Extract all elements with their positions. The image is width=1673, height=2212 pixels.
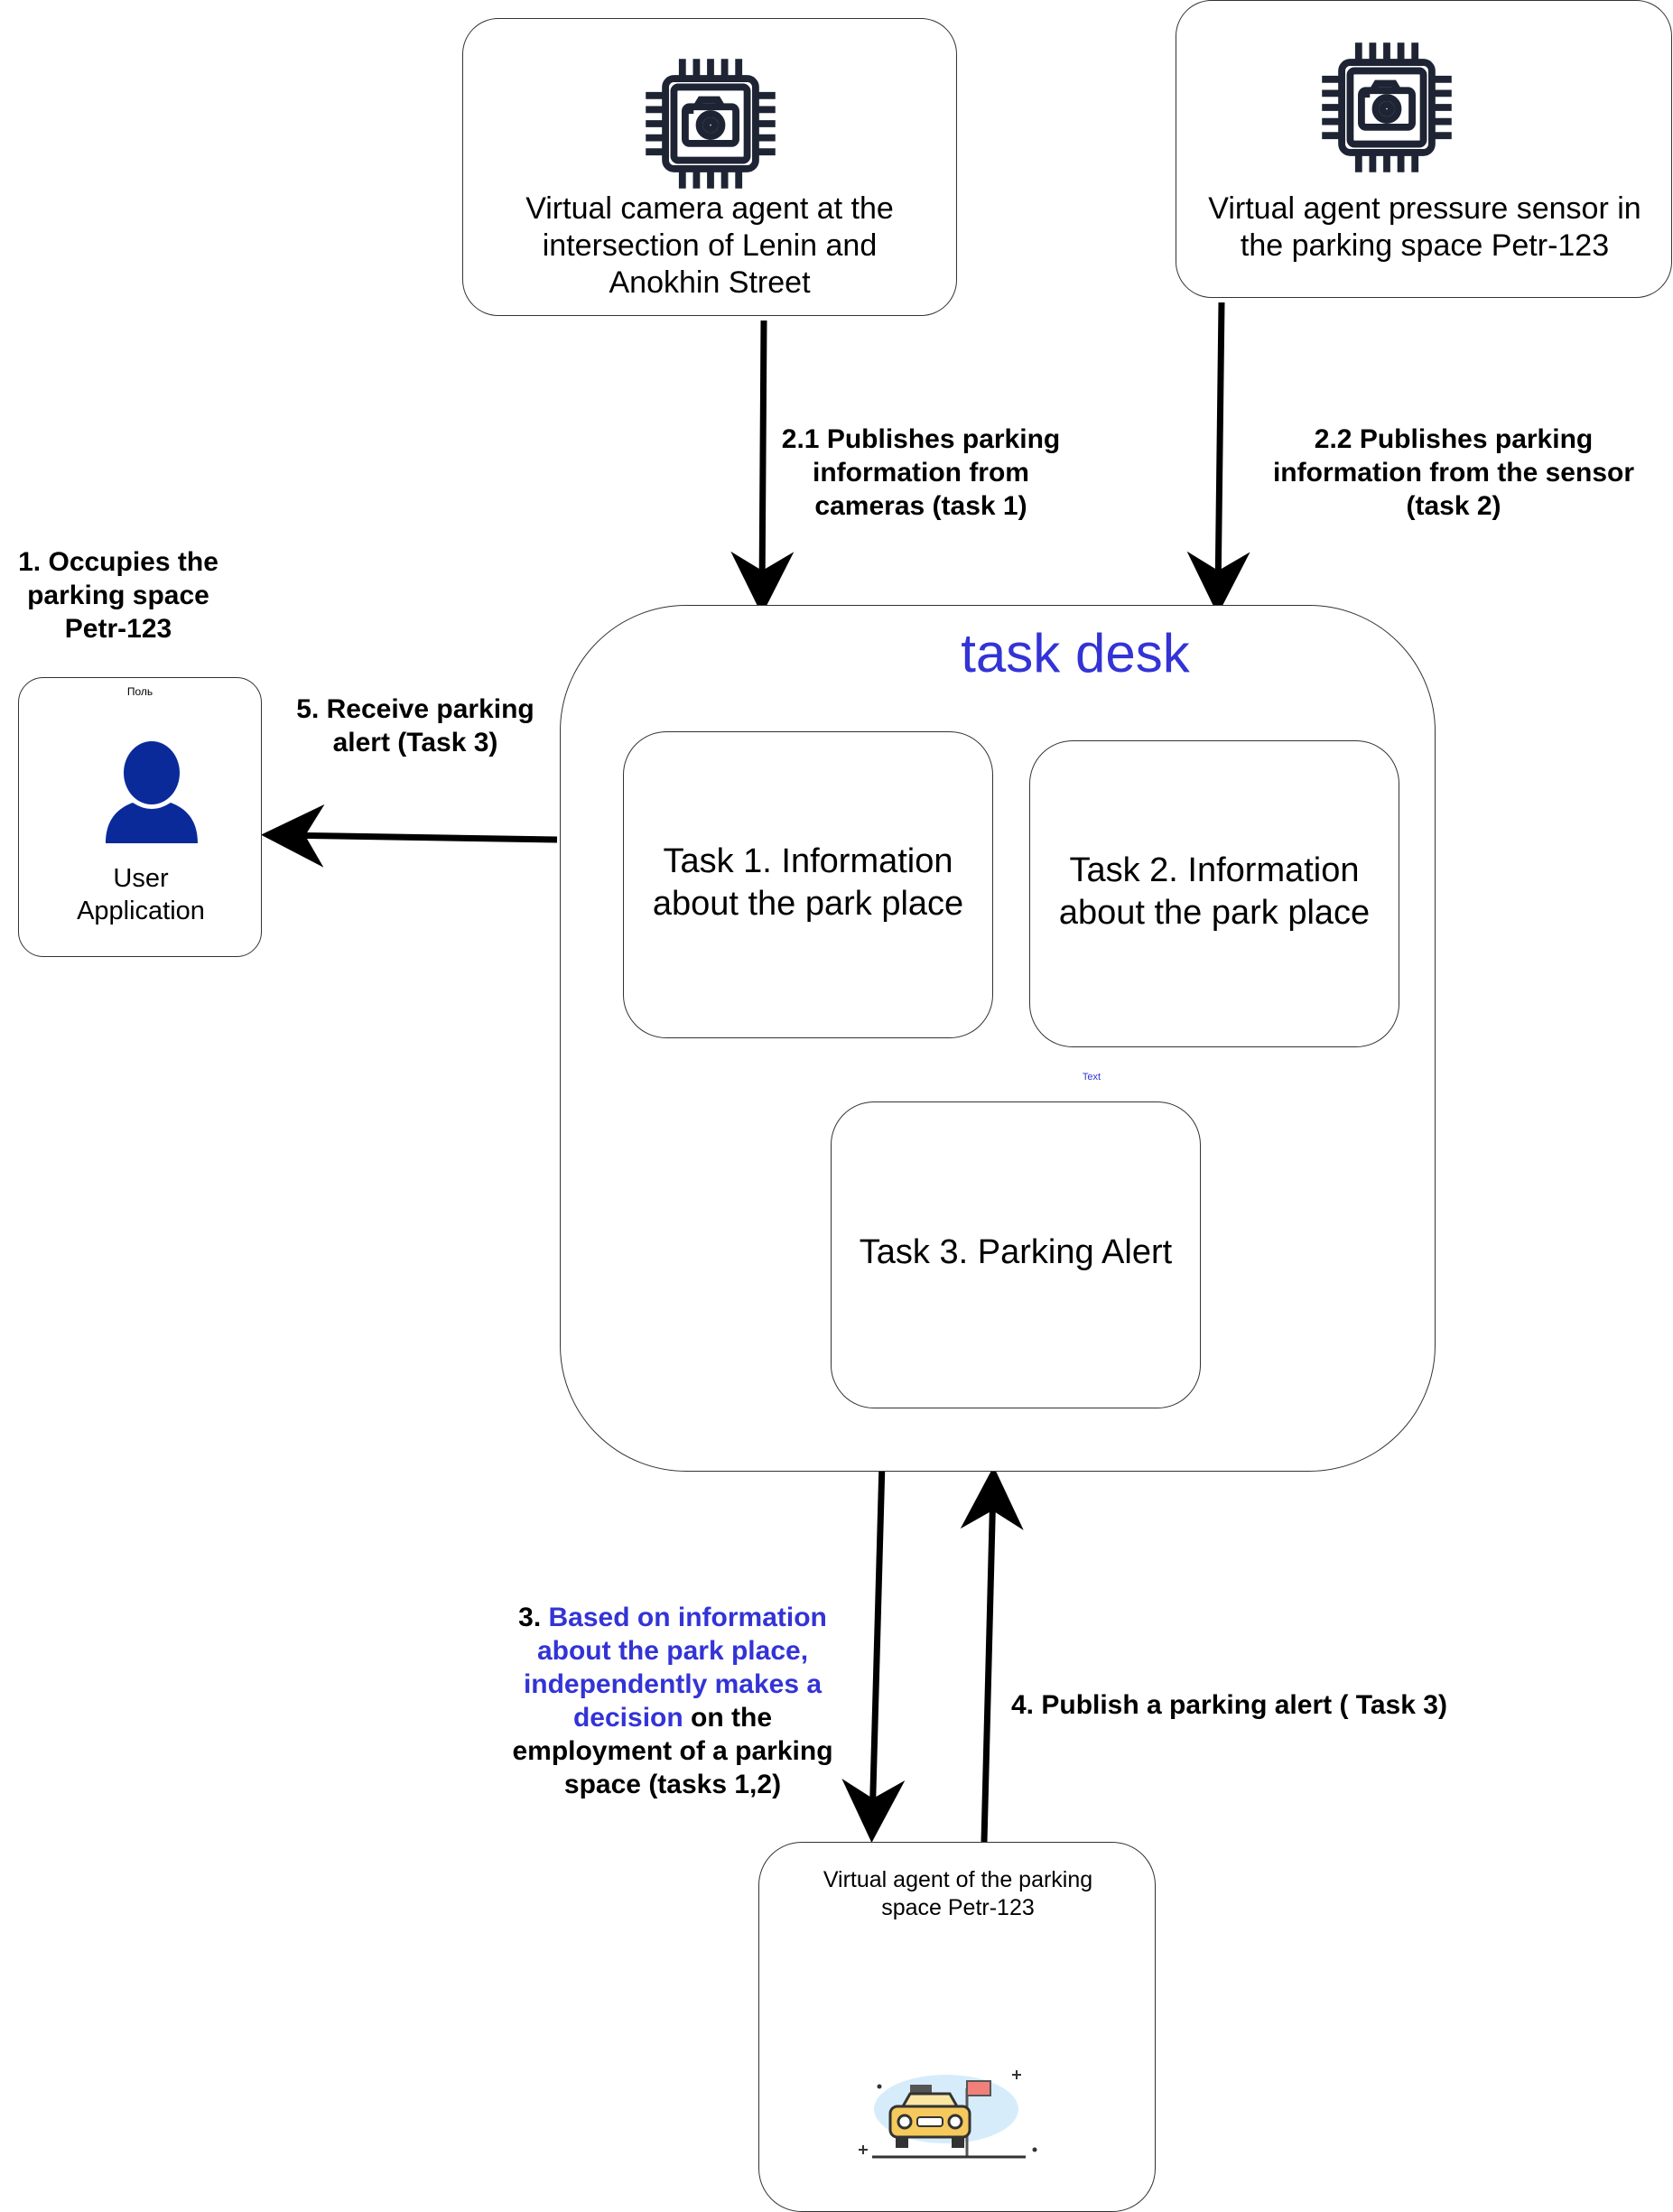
user-application-box: Поль User Application (18, 677, 262, 957)
label-5: 5. Receive parking alert (Task 3) (296, 694, 534, 757)
camera-agent-box: Virtual camera agent at the intersection… (462, 18, 957, 316)
camera-chip-icon (1322, 42, 1452, 172)
task2-text: Task 2. Information about the park place (1058, 851, 1371, 932)
text-tag: Text (1082, 1072, 1101, 1083)
task1-text: Task 1. Information about the park place (652, 842, 964, 923)
label-2-1: 2.1 Publishes parking information from c… (781, 424, 1061, 521)
arrow-parking-to-desk (960, 1466, 1024, 1843)
user-icon (106, 741, 198, 843)
car-parking-icon (859, 2070, 1037, 2159)
task1-card: Task 1. Information about the park place (623, 731, 993, 1038)
label-3-number: 3. (518, 1603, 549, 1632)
parking-agent-text: Virtual agent of the parking space Petr-… (823, 1867, 1093, 1920)
task2-card: Task 2. Information about the park place (1029, 740, 1399, 1047)
label-3: 3. Based on information about the park p… (501, 1601, 844, 1801)
arrow-sensor-to-desk (1186, 302, 1250, 615)
arrow-desk-to-user (261, 804, 558, 868)
camera-agent-text: Virtual camera agent at the intersection… (525, 191, 894, 300)
label-2-2: 2.2 Publishes parking information from t… (1272, 424, 1635, 521)
label-1: 1. Occupies the parking space Petr-123 (18, 547, 218, 644)
camera-chip-icon (646, 59, 776, 189)
label-4: 4. Publish a parking alert ( Task 3) (1011, 1690, 1447, 1720)
task3-text: Task 3. Parking Alert (859, 1233, 1173, 1271)
user-app-label: User Application (77, 864, 205, 925)
user-app-tag: Поль (126, 685, 153, 698)
task3-card: Task 3. Parking Alert (831, 1101, 1201, 1408)
sensor-agent-text: Virtual agent pressure sensor in the par… (1208, 191, 1641, 263)
label-3-highlight: Based on information about the park plac… (523, 1603, 827, 1733)
arrow-desk-to-parking (841, 1462, 906, 1843)
task-desk-title: task desk (961, 623, 1190, 683)
parking-agent-box: Virtual agent of the parking space Petr-… (758, 1842, 1156, 2212)
label-3-rest: on the employment of a parking space (ta… (512, 1703, 833, 1799)
sensor-agent-box: Virtual agent pressure sensor in the par… (1176, 0, 1672, 298)
task-desk-box: task desk Task 1. Information about the … (560, 605, 1436, 1472)
arrow-camera-to-desk (730, 320, 795, 615)
